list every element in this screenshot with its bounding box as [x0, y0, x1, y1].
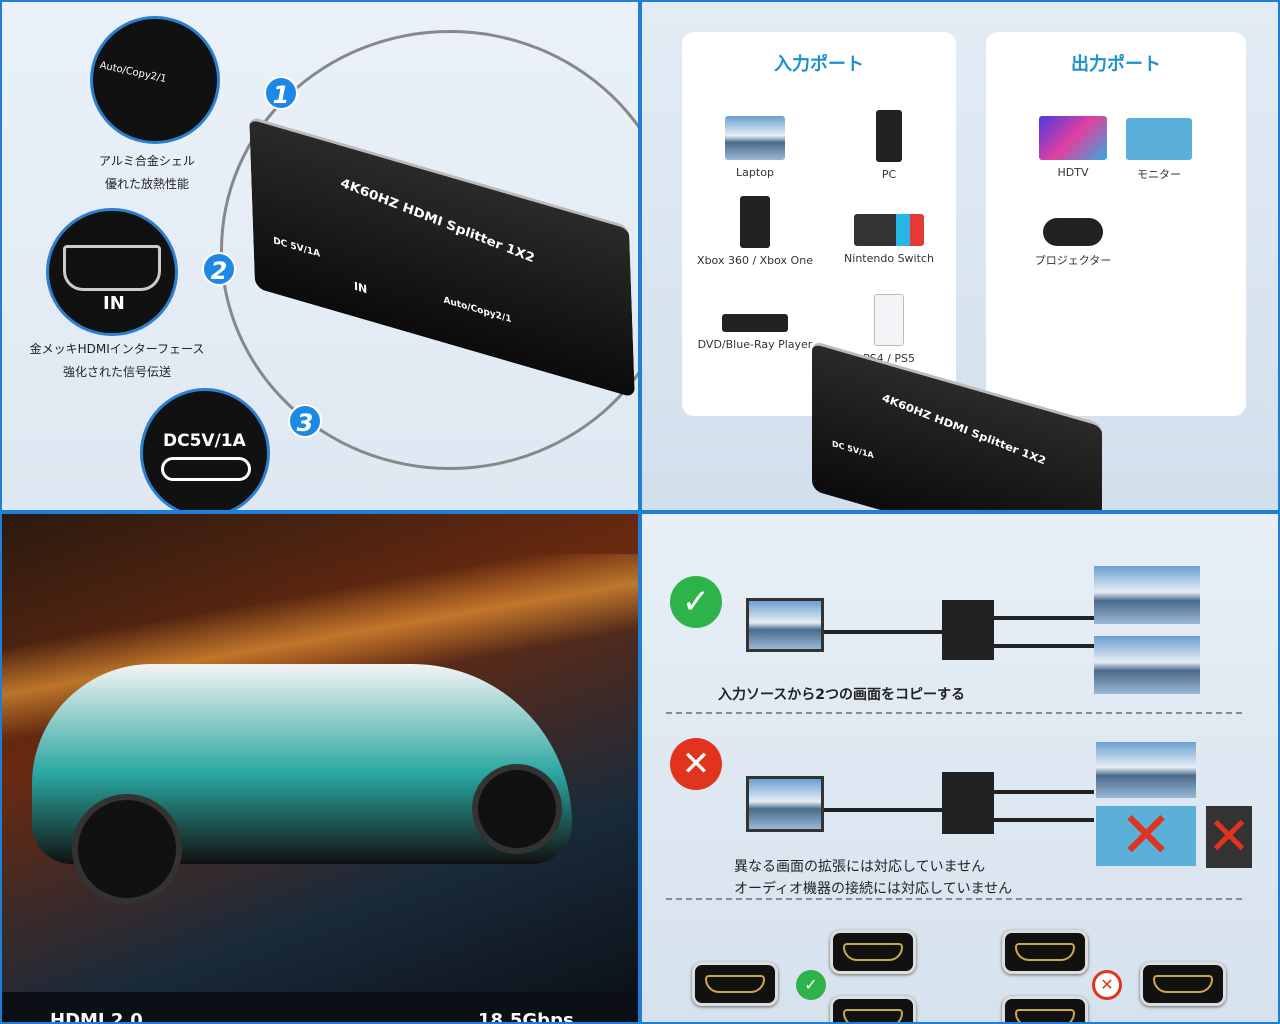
- usage-panel: ✓ 入力ソースから2つの画面をコピーする ✕ ✕ ✕ 異なる画面の拡張には対応し…: [642, 514, 1278, 1022]
- divider: [666, 712, 1242, 714]
- ng-caption-1: 異なる画面の拡張には対応していません: [734, 859, 986, 875]
- ports-panel: 入力ポート Laptop PC Xbox 360 / Xbox One Nint…: [642, 2, 1278, 510]
- monitor-ok: [1096, 742, 1196, 798]
- splitter-image: [942, 772, 994, 834]
- divider: [666, 898, 1242, 900]
- hdmi-port-icon: [1002, 996, 1088, 1022]
- ok-icon: ✓: [670, 576, 722, 628]
- output-hdtv: HDTV: [1057, 166, 1089, 179]
- decorative-arc: [220, 30, 638, 470]
- hdmi-closeup: IN: [46, 208, 178, 336]
- ng-icon: ✕: [670, 738, 722, 790]
- hdmi-port-icon: [1002, 930, 1088, 974]
- audio-not-supported: ✕: [1206, 806, 1252, 868]
- switch-closeup: Auto/Copy2/1: [90, 16, 220, 144]
- ng-caption-2: オーディオ機器の接続には対応していません: [734, 881, 1013, 897]
- hdmi-port-icon: [830, 930, 916, 974]
- hero-image: HDMI 2.0 18.5Gbps: [2, 514, 638, 1022]
- splitter-image: [942, 600, 994, 660]
- hdmi-version: HDMI 2.0: [50, 1010, 143, 1022]
- extend-not-supported: ✕: [1096, 804, 1196, 868]
- laptop-image: [746, 598, 824, 652]
- monitor-1: [1094, 566, 1200, 624]
- input-xbox: Xbox 360 / Xbox One: [697, 254, 813, 267]
- feature-1-caption: アルミ合金シェル優れた放熱性能: [99, 154, 195, 191]
- input-laptop: Laptop: [736, 166, 774, 179]
- output-projector: プロジェクター: [1034, 254, 1112, 267]
- hdmi-port-icon: [1140, 962, 1226, 1006]
- bandwidth: 18.5Gbps: [478, 1010, 574, 1022]
- output-card: 出力ポート HDTV モニター プロジェクター: [986, 32, 1246, 416]
- ok-caption: 入力ソースから2つの画面をコピーする: [718, 687, 966, 703]
- badge-2: 2: [202, 252, 236, 286]
- output-monitor: モニター: [1137, 168, 1181, 181]
- input-dvd: DVD/Blue-Ray Player: [697, 338, 813, 351]
- dc-closeup: DC5V/1A: [140, 388, 270, 510]
- cross-icon: ✕: [1092, 970, 1122, 1000]
- check-icon: ✓: [796, 970, 826, 1000]
- hdmi-port-icon: [692, 962, 778, 1006]
- badge-3: 3: [288, 404, 322, 438]
- monitor-2: [1094, 636, 1200, 694]
- input-switch: Nintendo Switch: [844, 252, 934, 265]
- badge-1: 1: [264, 76, 298, 110]
- features-panel: Auto/Copy2/1 アルミ合金シェル優れた放熱性能 IN 金メッキHDMI…: [2, 2, 638, 510]
- feature-2-caption: 金メッキHDMIインターフェース強化された信号伝送: [29, 342, 205, 379]
- input-card: 入力ポート Laptop PC Xbox 360 / Xbox One Nint…: [682, 32, 956, 416]
- input-title: 入力ポート: [774, 54, 864, 75]
- output-title: 出力ポート: [1071, 54, 1161, 75]
- hdmi-port-icon: [830, 996, 916, 1022]
- input-pc: PC: [881, 168, 897, 181]
- laptop-image: [746, 776, 824, 832]
